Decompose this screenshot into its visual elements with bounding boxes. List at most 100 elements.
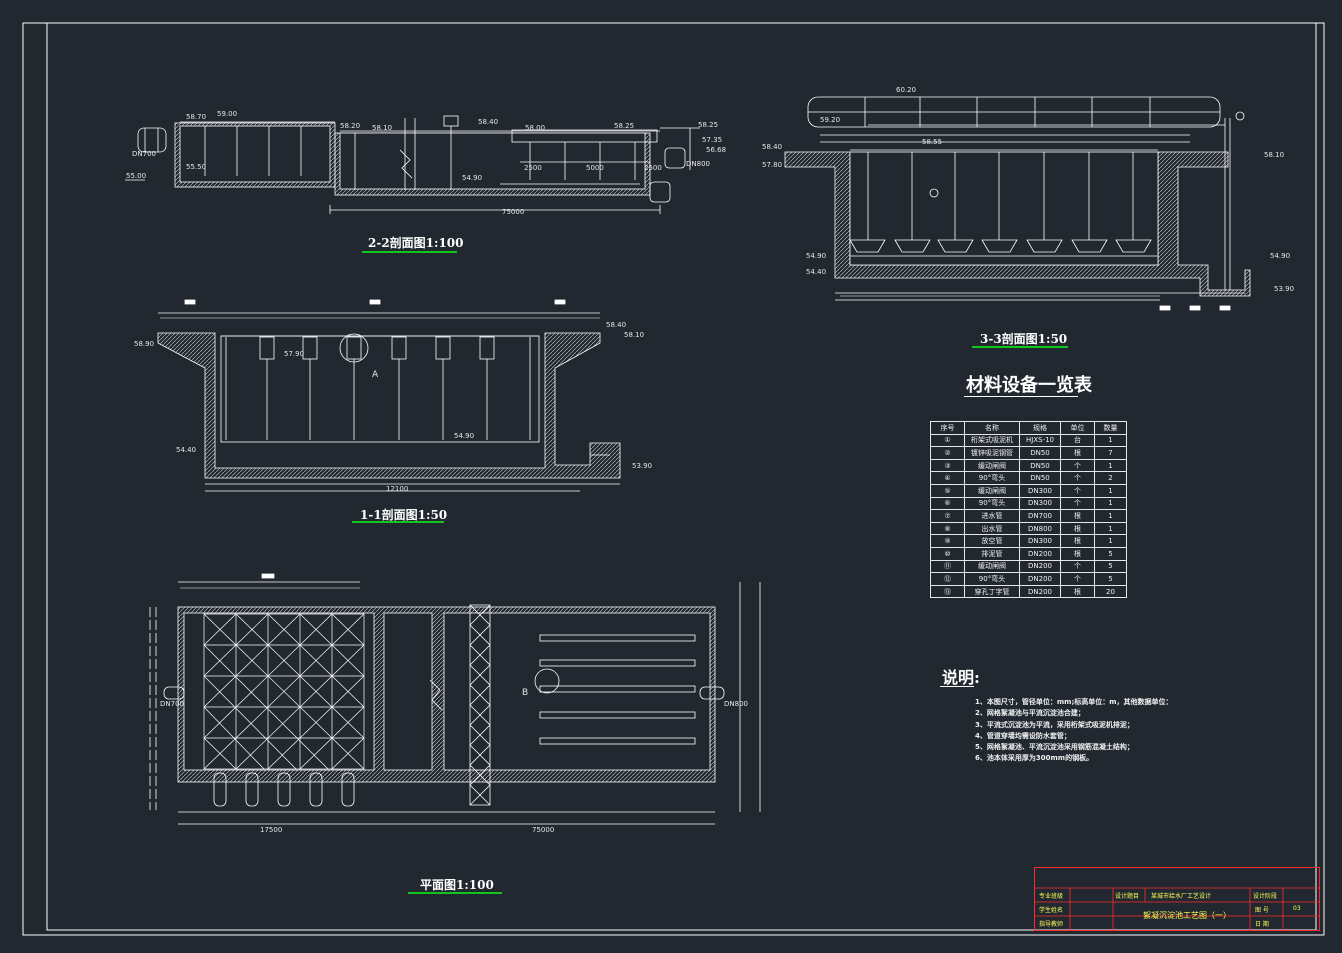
elev-label: 55.50 <box>186 163 207 171</box>
section-1-1-title: 1-1剖面图1:50 <box>360 508 448 522</box>
elev-label: 54.90 <box>462 174 483 182</box>
materials-title-underline <box>964 396 1078 397</box>
cell: 90°弯头 <box>964 471 1020 485</box>
tb-drawing-no: 03 <box>1293 905 1301 912</box>
cell: 缓动闸阀 <box>964 483 1020 498</box>
elev-label: 58.40 <box>762 143 783 151</box>
elev-label: 53.90 <box>632 462 653 470</box>
cell: DN200 <box>1019 559 1061 574</box>
elev-label: 58.00 <box>525 124 546 132</box>
section-3-3-underline <box>972 346 1068 348</box>
cell: ⑨ <box>930 534 965 548</box>
header-cell: 规格 <box>1019 421 1061 435</box>
elev-label: 58.20 <box>340 122 361 130</box>
elev-label: 54.90 <box>454 432 475 440</box>
notes-title-underline <box>940 686 974 687</box>
section-3-3-title: 3-3剖面图1:50 <box>980 332 1068 346</box>
elev-label: 60.20 <box>896 86 917 94</box>
cell: DN300 <box>1019 534 1061 548</box>
cell: HJXS-10 <box>1019 433 1061 448</box>
header-cell: 序号 <box>930 421 965 435</box>
elev-label: 58.25 <box>614 122 635 130</box>
cell: 个 <box>1060 471 1095 485</box>
flocculation-grid <box>203 613 365 770</box>
cell: 台 <box>1060 433 1095 448</box>
header-cell: 数量 <box>1094 421 1127 435</box>
pipe-label: DN700 <box>132 150 156 158</box>
dim-label: 12100 <box>386 485 409 493</box>
cell: ⑫ <box>930 572 965 586</box>
cell: 根 <box>1060 446 1095 460</box>
tb-drawing-title: 絮凝沉淀池工艺图（一） <box>1143 911 1231 920</box>
cell: 7 <box>1094 446 1127 460</box>
cell: 进水管 <box>964 509 1020 523</box>
cell: 缓动闸阀 <box>964 458 1020 473</box>
header-cell: 名称 <box>964 421 1020 435</box>
tb-project-name: 某城市给水厂工艺设计 <box>1151 893 1212 900</box>
cell: DN50 <box>1019 446 1061 460</box>
cell: 镀锌吸泥钢管 <box>964 446 1020 460</box>
title-block-grid <box>1035 887 1319 930</box>
elev-label: 58.40 <box>478 118 499 126</box>
cell: 缓动闸阀 <box>964 559 1020 574</box>
section-1-1-troughs <box>225 333 531 440</box>
cell: DN700 <box>1019 509 1061 523</box>
elev-label: 58.90 <box>134 340 155 348</box>
elev-label: 55.00 <box>126 172 147 180</box>
dim-label: 5000 <box>586 164 604 172</box>
elev-label: 58.40 <box>606 321 627 329</box>
pipe-label: DN800 <box>686 160 710 168</box>
cell: ⑦ <box>930 509 965 523</box>
cell: 桁架式吸泥机 <box>964 433 1020 448</box>
cell: 1 <box>1094 521 1127 536</box>
cell: 个 <box>1060 483 1095 498</box>
cell: 放空管 <box>964 534 1020 548</box>
plan-title: 平面图1:100 <box>420 878 494 892</box>
cell: ① <box>930 433 965 448</box>
cell: 2 <box>1094 471 1127 485</box>
cell: 5 <box>1094 559 1127 574</box>
cell: 1 <box>1094 458 1127 473</box>
cell: DN300 <box>1019 483 1061 498</box>
cell: 20 <box>1094 584 1127 599</box>
section-1-1-drawing <box>157 299 621 492</box>
detail-label: B <box>522 688 529 698</box>
elev-label: 58.70 <box>186 113 207 121</box>
tb-date-label: 日 期 <box>1255 921 1269 928</box>
cell: ④ <box>930 471 965 485</box>
section-1-1-underline <box>352 521 444 523</box>
cell: DN300 <box>1019 496 1061 511</box>
cell: 90°弯头 <box>964 496 1020 511</box>
cell: 根 <box>1060 534 1095 548</box>
cell: 穿孔丁字管 <box>964 584 1020 599</box>
section-2-2-title: 2-2剖面图1:100 <box>368 236 464 250</box>
note-item: 5、网格絮凝池、平流沉淀池采用钢筋混凝土结构； <box>975 743 1134 752</box>
tb-design-stage: 设计阶段 <box>1253 893 1278 900</box>
elev-label: 57.90 <box>284 350 305 358</box>
elev-label: 59.20 <box>820 116 841 124</box>
elev-label: 58.55 <box>922 138 943 146</box>
cell: ② <box>930 446 965 460</box>
cell: DN50 <box>1019 458 1061 473</box>
cell: 1 <box>1094 509 1127 523</box>
cell: DN200 <box>1019 584 1061 599</box>
sheet-frame <box>22 22 1325 936</box>
detail-label: A <box>372 370 379 380</box>
note-item: 1、本图尺寸，管径单位：mm;标高单位：m，其他数据单位： <box>975 698 1173 706</box>
dim-label: 2500 <box>524 164 542 172</box>
dim-label: 75000 <box>532 826 555 834</box>
cell: 根 <box>1060 521 1095 536</box>
cell: 根 <box>1060 509 1095 523</box>
materials-title: 材料设备一览表 <box>966 375 1092 396</box>
title-block: 专业班级 设计题目 某城市给水厂工艺设计 设计阶段 学生姓名 絮凝沉淀池工艺图（… <box>1034 867 1320 931</box>
elev-label: 54.90 <box>1270 252 1291 260</box>
